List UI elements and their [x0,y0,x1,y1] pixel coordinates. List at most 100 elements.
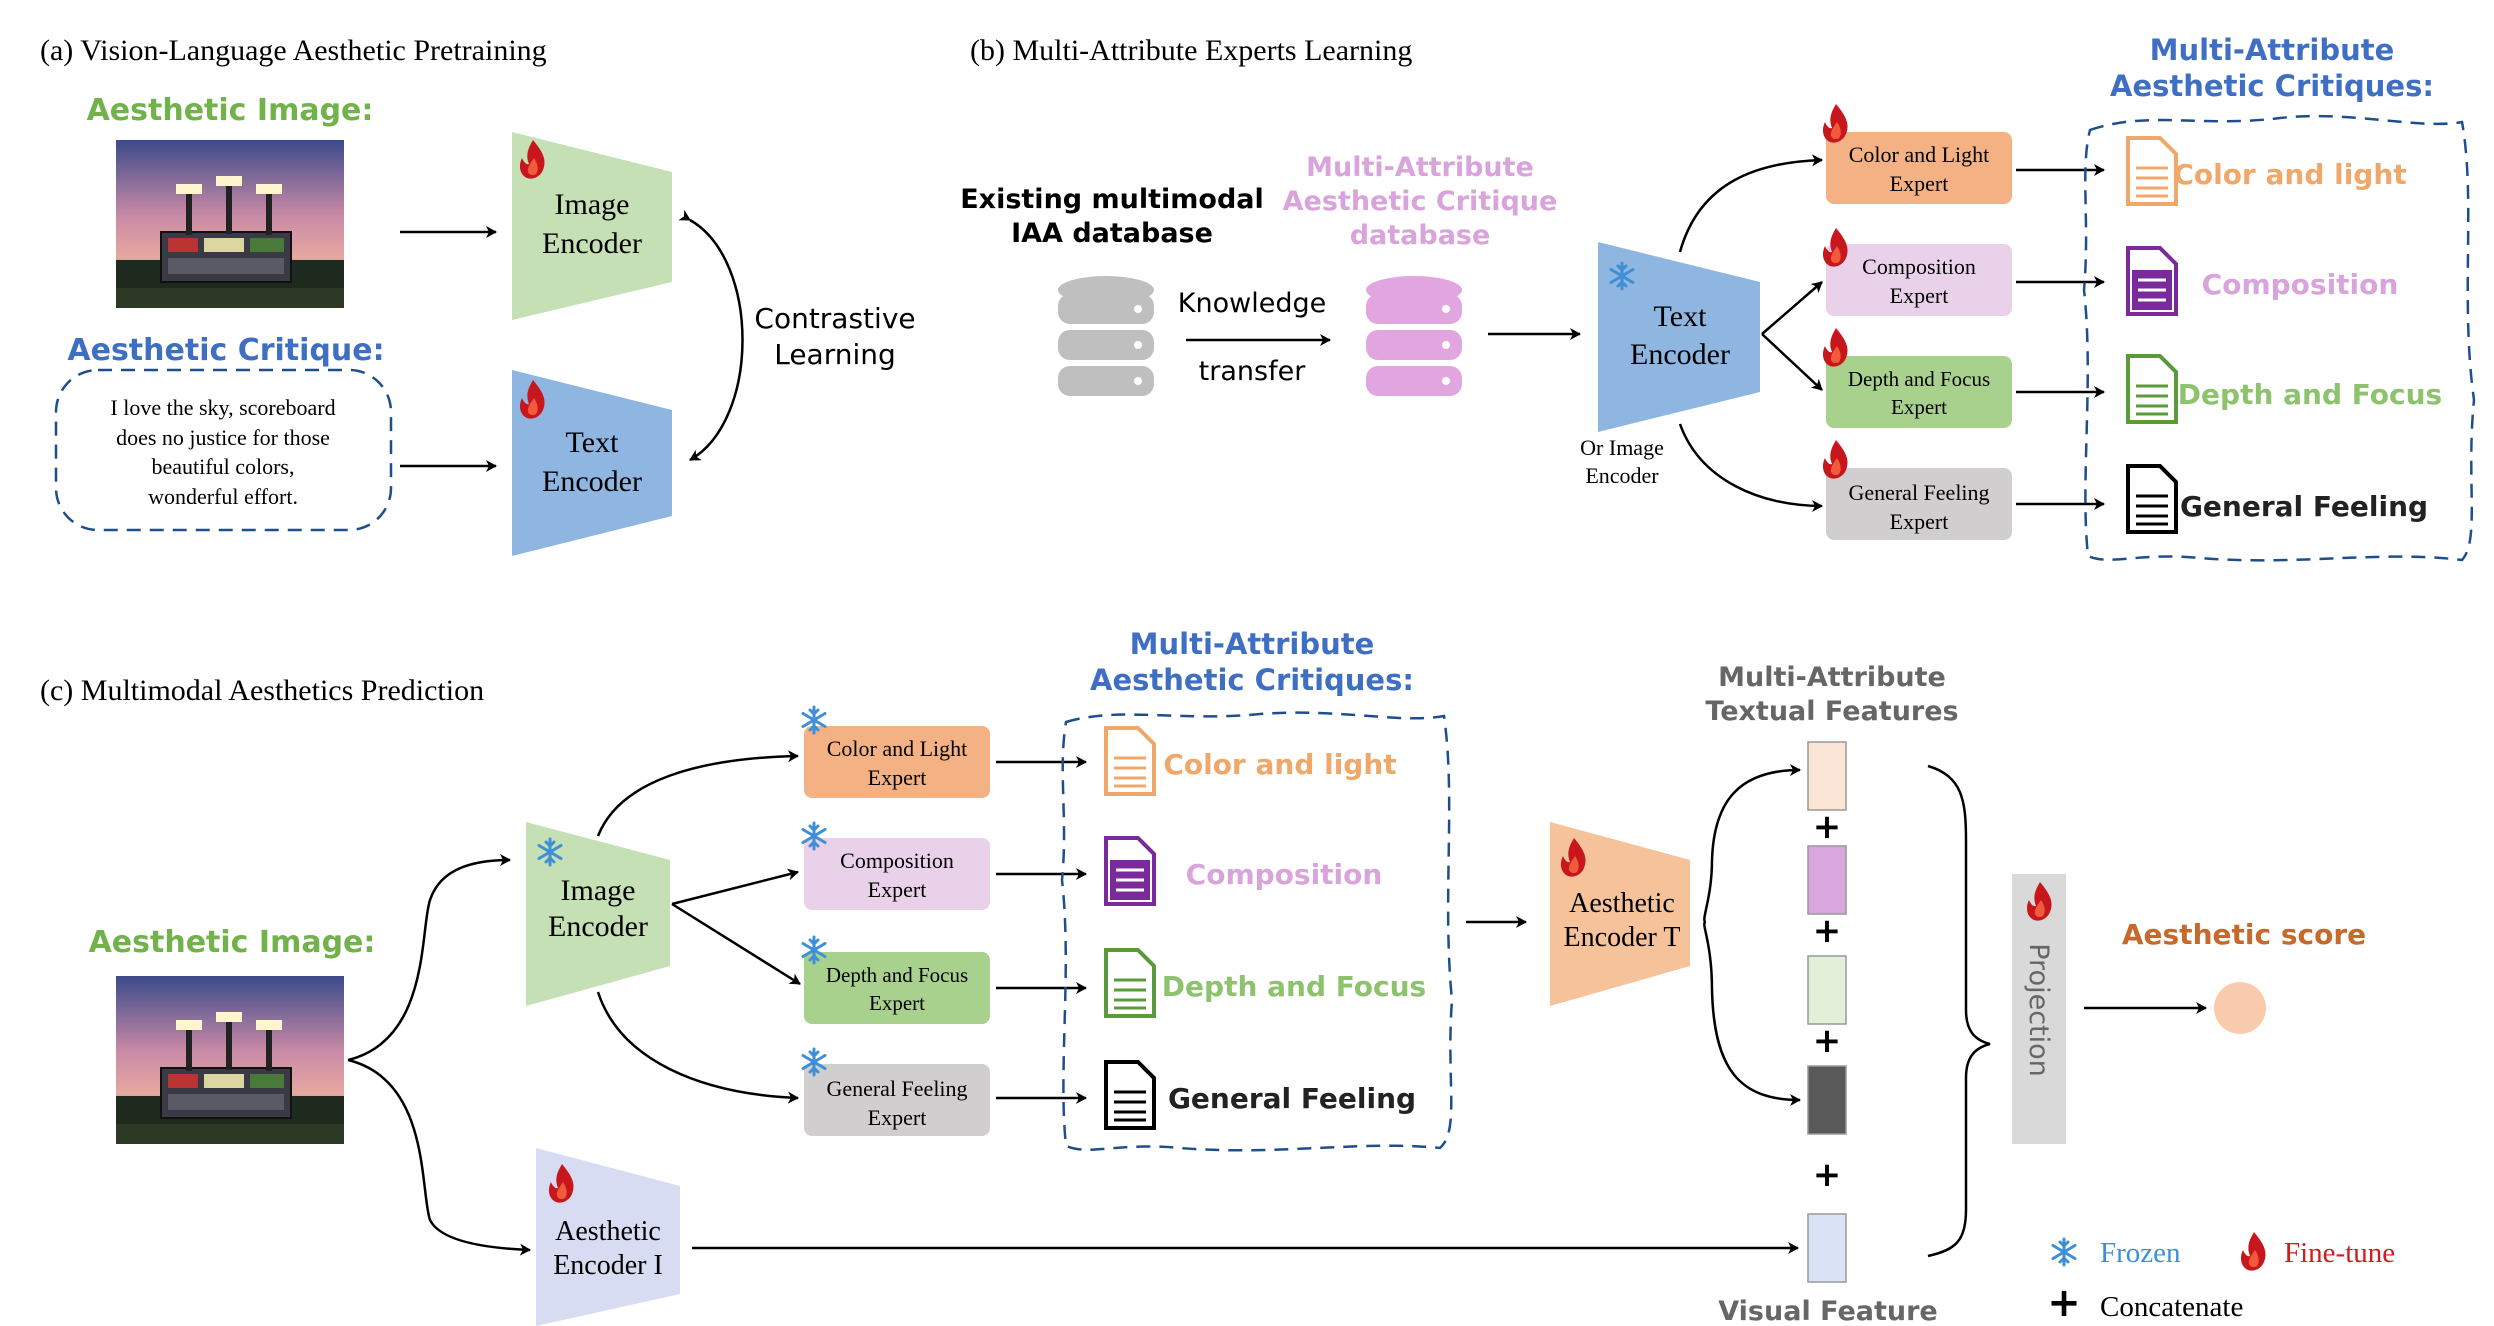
expert-c-1-line-1: Color and Light [827,736,968,761]
critique-b-composition: Composition [2202,268,2399,301]
document-icon [2126,136,2178,206]
section-c: (c) Multimodal Aesthetics Prediction Aes… [40,627,2366,1326]
critiques-box-b [2082,114,2476,562]
transfer-label: transfer [1199,356,1307,387]
arrow-to-expert-depth-c [671,902,801,986]
finetune-icon [1822,104,1848,143]
critiques-title-b-line-2: Aesthetic Critiques: [2110,69,2434,103]
aesthetic-critique-label-a: Aesthetic Critique: [67,333,384,368]
critique-line-4: wonderful effort. [148,484,298,509]
critique-line-3: beautiful colors, [152,454,295,479]
image-encoder-a-line-1: Image [555,188,630,221]
document-icon [2126,464,2178,534]
aesthetic-encoder-i-line-2: Encoder I [553,1250,663,1281]
text-encoder-a-line-2: Encoder [542,465,642,498]
contrastive-line-1: Contrastive [754,302,915,335]
arrow-image-to-image-encoder-c [347,854,511,1062]
section-b: (b) Multi-Attribute Experts Learning Exi… [960,33,2476,562]
section-c-title: (c) Multimodal Aesthetics Prediction [40,674,484,707]
aesthetic-image-label-a: Aesthetic Image: [87,93,374,128]
existing-db-line-1: Existing multimodal [960,184,1264,215]
frozen-icon [2051,1237,2077,1267]
text-encoder-b-line-2: Encoder [1630,338,1730,371]
aesthetic-image-c [115,975,345,1145]
feature-general [1807,1065,1847,1135]
critique-c-depth: Depth and Focus [1162,970,1426,1003]
document-icon [2126,246,2178,316]
arrow-to-expert-depth-b [1761,333,1823,391]
feature-composition [1807,845,1847,915]
contrastive-arc [678,209,744,462]
finetune-icon [1822,440,1848,479]
aesthetic-image-a [115,139,345,309]
arrow-to-expert-general-c [596,991,799,1104]
arrow-to-textual-feature-top [1703,764,1801,924]
critique-b-depth: Depth and Focus [2178,378,2442,411]
aesthetic-encoder-t-line-1: Aesthetic [1569,888,1675,919]
textual-features-line-1: Multi-Attribute [1718,662,1946,693]
expert-c-2-line-2: Expert [868,877,927,902]
legend-concatenate: Concatenate [2100,1291,2243,1323]
expert-b-2-line-1: Composition [1862,254,1976,279]
image-encoder-c-line-2: Encoder [548,910,648,943]
or-image-line-2: Encoder [1585,463,1659,488]
expert-c-4-line-1: General Feeling [826,1076,967,1101]
arrow-to-expert-composition-c [671,868,799,906]
expert-c-1-line-2: Expert [868,765,927,790]
section-b-title: (b) Multi-Attribute Experts Learning [970,34,1412,67]
critiques-box-c [1060,711,1454,1152]
expert-c-2-line-1: Composition [840,848,954,873]
text-encoder-a [512,370,672,556]
legend-frozen: Frozen [2100,1237,2181,1269]
expert-color-light-b [1826,132,2012,204]
critiques-title-c-line-2: Aesthetic Critiques: [1090,663,1414,697]
legend-plus: + [2047,1280,2081,1326]
text-encoder-b [1598,242,1760,432]
plus-1: + [1813,807,1842,847]
critique-line-1: I love the sky, scoreboard [110,395,335,420]
aesthetic-score-node [2214,982,2266,1034]
critique-db-line-1: Multi-Attribute [1306,152,1534,183]
critique-db-line-2: Aesthetic Critique [1283,186,1558,217]
critique-b-general: General Feeling [2180,490,2428,523]
document-icon [1104,726,1156,796]
text-encoder-a-line-1: Text [566,426,620,459]
expert-b-1-line-2: Expert [1890,171,1949,196]
contrastive-line-2: Learning [774,338,896,371]
critique-bubble [54,368,393,532]
expert-general-feeling-b [1826,468,2012,540]
critique-c-composition: Composition [1186,858,1383,891]
expert-b-4-line-2: Expert [1890,509,1949,534]
textual-features-line-2: Textual Features [1705,696,1958,727]
feature-depth [1807,955,1847,1025]
arrow-to-expert-general-b [1678,423,1823,512]
plus-3: + [1813,1021,1842,1061]
critique-c-general: General Feeling [1168,1082,1416,1115]
critiques-title-c-line-1: Multi-Attribute [1130,627,1375,661]
image-encoder-c [526,822,670,1006]
section-a: (a) Vision-Language Aesthetic Pretrainin… [40,34,916,556]
knowledge-label: Knowledge [1178,288,1326,319]
arrow-to-expert-color-c [596,750,799,837]
critique-c-color: Color and light [1163,748,1396,781]
visual-feature-label: Visual Feature [1718,1296,1937,1326]
document-icon [1104,836,1156,906]
arrow-to-expert-color-b [1678,154,1823,253]
document-icon [1104,1060,1156,1130]
arrow-to-expert-composition-b [1761,281,1823,335]
critique-line-2: does no justice for those [116,425,330,450]
arrow-to-textual-feature-bottom [1703,920,1801,1106]
image-encoder-a [512,132,672,320]
critique-b-color: Color and light [2173,158,2406,191]
critique-db-line-3: database [1350,220,1491,251]
finetune-icon [1822,328,1848,367]
expert-composition-b [1826,244,2012,316]
expert-b-3-line-2: Expert [1891,395,1947,419]
legend: Frozen Fine-tune + Concatenate [2047,1232,2395,1326]
image-encoder-c-line-1: Image [561,874,636,907]
document-icon [2126,354,2178,424]
expert-c-3-line-1: Depth and Focus [826,963,968,987]
aesthetic-encoder-t [1550,822,1690,1006]
expert-b-2-line-2: Expert [1890,283,1949,308]
